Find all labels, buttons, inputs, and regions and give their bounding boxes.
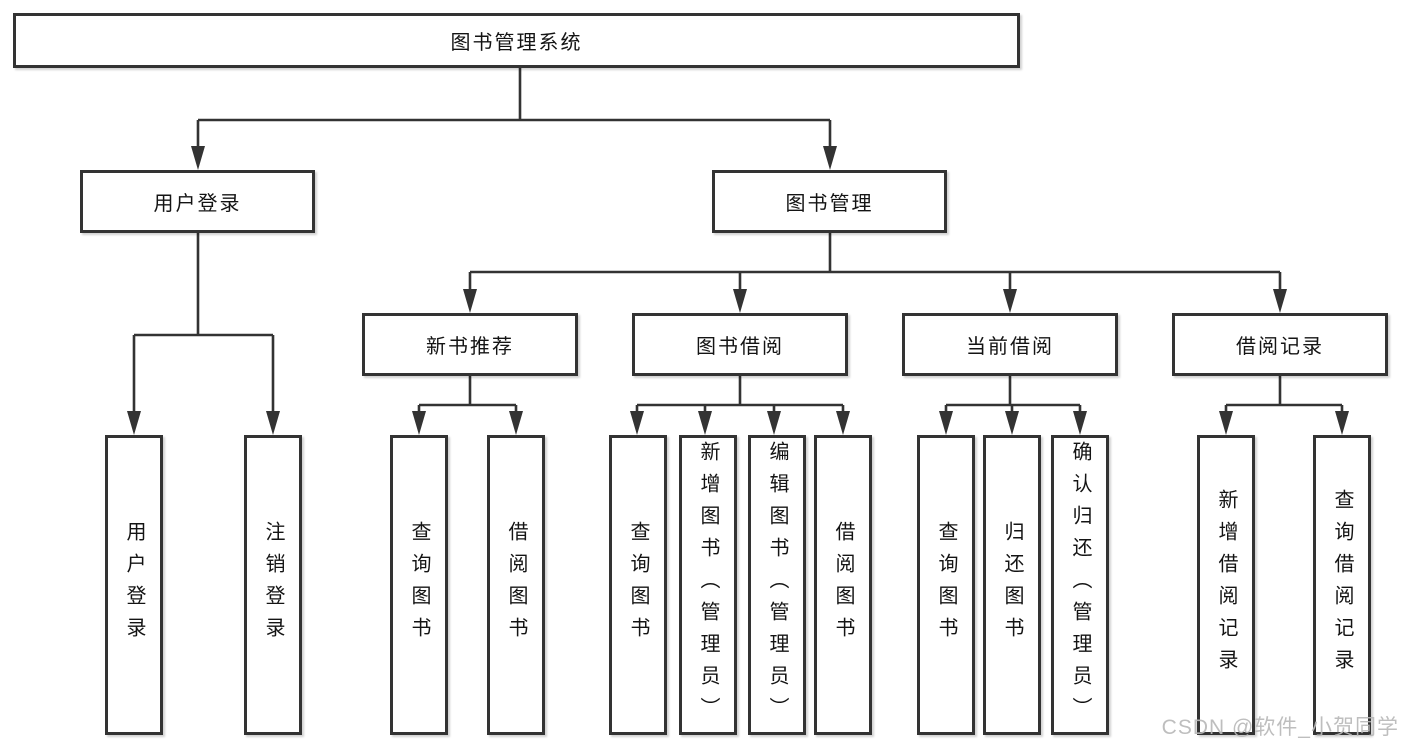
leaf-add-books-admin: 新增图书（管理员） xyxy=(679,435,737,735)
node-borrow-records: 借阅记录 xyxy=(1172,313,1388,376)
node-new-book-recommend: 新书推荐 xyxy=(362,313,578,376)
leaf-logout: 注销登录 xyxy=(244,435,302,735)
leaf-edit-books-admin: 编辑图书（管理员） xyxy=(748,435,806,735)
leaf-user-login: 用户登录 xyxy=(105,435,163,735)
leaf-current-query-books: 查询图书 xyxy=(917,435,975,735)
leaf-confirm-return-admin: 确认归还（管理员） xyxy=(1051,435,1109,735)
leaf-add-borrow-record: 新增借阅记录 xyxy=(1197,435,1255,735)
leaf-return-books: 归还图书 xyxy=(983,435,1041,735)
arrowhead-markers xyxy=(127,146,1349,435)
node-book-borrowing: 图书借阅 xyxy=(632,313,848,376)
node-user-login: 用户登录 xyxy=(80,170,315,233)
node-book-management: 图书管理 xyxy=(712,170,947,233)
leaf-borrow-books: 借阅图书 xyxy=(814,435,872,735)
node-library-system-root: 图书管理系统 xyxy=(13,13,1020,68)
leaf-query-borrow-record: 查询借阅记录 xyxy=(1313,435,1371,735)
csdn-watermark: CSDN @软件_小贺同学 xyxy=(1161,716,1399,739)
leaf-newbook-query-books: 查询图书 xyxy=(390,435,448,735)
node-current-borrowing: 当前借阅 xyxy=(902,313,1118,376)
leaf-newbook-borrow-books: 借阅图书 xyxy=(487,435,545,735)
leaf-borrow-query-books: 查询图书 xyxy=(609,435,667,735)
